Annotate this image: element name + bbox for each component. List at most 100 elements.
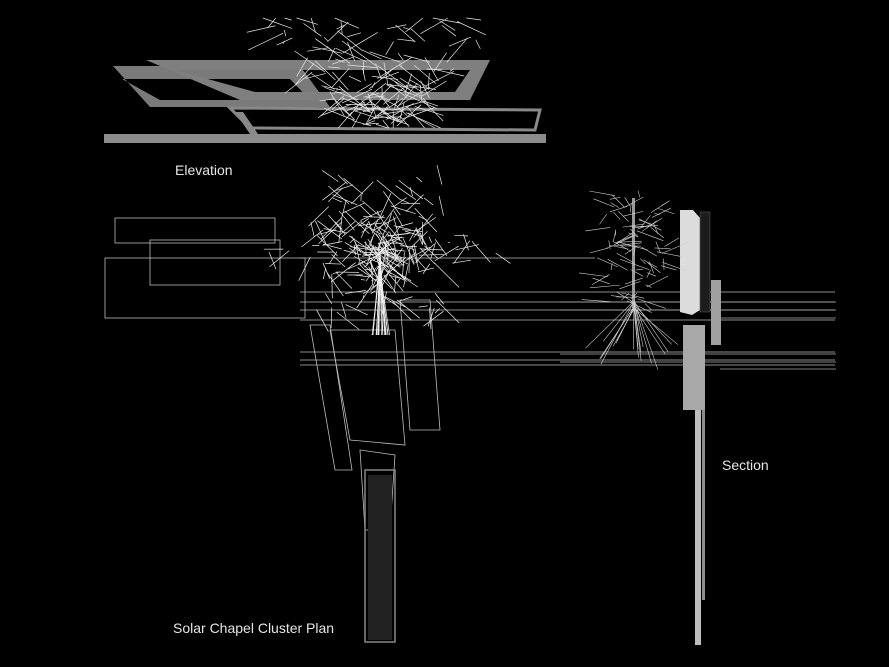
wireframe-strut xyxy=(344,242,370,257)
wireframe-strut xyxy=(315,220,327,245)
plan-label: Solar Chapel Cluster Plan xyxy=(173,620,335,636)
wireframe-strut xyxy=(392,236,405,239)
wireframe-strut xyxy=(393,94,400,109)
wireframe-strut xyxy=(644,303,652,311)
wireframe-strut xyxy=(434,308,441,314)
wireframe-strut xyxy=(354,241,361,266)
wireframe-strut xyxy=(613,231,616,242)
wireframe-strut xyxy=(332,56,354,65)
wireframe-strut xyxy=(388,274,400,279)
wireframe-strut xyxy=(384,253,409,265)
wireframe-strut xyxy=(389,239,416,251)
wireframe-strut xyxy=(362,68,366,81)
wireframe-strut xyxy=(331,67,350,88)
wireframe-strut xyxy=(340,107,351,116)
wireframe-strut xyxy=(603,301,635,342)
wireframe-strut xyxy=(438,195,444,216)
wireframe-strut xyxy=(612,241,632,252)
wireframe-strut xyxy=(650,200,670,213)
wireframe-strut xyxy=(433,52,447,72)
wireframe-strut xyxy=(295,63,315,85)
wireframe-strut xyxy=(414,207,438,233)
wireframe-strut xyxy=(402,229,423,232)
wireframe-strut xyxy=(617,241,648,251)
wireframe-strut xyxy=(656,251,682,257)
wireframe-strut xyxy=(599,213,608,225)
wireframe-strut xyxy=(377,65,411,91)
wireframe-strut xyxy=(633,300,659,370)
wireframe-strut xyxy=(435,299,460,324)
wireframe-strut xyxy=(661,241,690,254)
elevation-frame xyxy=(113,66,330,107)
wireframe-strut xyxy=(405,194,424,212)
wireframe-strut xyxy=(381,226,401,252)
wireframe-strut xyxy=(383,62,389,87)
wireframe-strut xyxy=(384,231,390,238)
wireframe-strut xyxy=(368,226,380,238)
wireframe-strut xyxy=(419,247,436,265)
section-mast xyxy=(695,390,701,645)
wireframe-strut xyxy=(372,75,399,80)
section-drawing xyxy=(560,190,836,645)
wireframe-strut xyxy=(439,20,456,31)
wireframe-strut xyxy=(348,75,361,82)
wireframe-strut xyxy=(415,217,437,232)
wireframe-strut xyxy=(322,170,339,182)
wireframe-strut xyxy=(310,17,316,33)
wireframe-strut xyxy=(428,236,432,243)
wireframe-strut xyxy=(475,39,481,49)
wireframe-strut xyxy=(394,81,410,95)
wireframe-strut xyxy=(387,232,411,237)
wireframe-strut xyxy=(593,198,615,208)
wireframe-strut xyxy=(383,84,408,105)
wireframe-strut xyxy=(325,263,341,265)
wireframe-strut xyxy=(330,307,333,329)
wireframe-strut xyxy=(430,242,436,259)
wireframe-strut xyxy=(357,218,369,227)
wireframe-strut xyxy=(391,100,426,111)
wireframe-strut xyxy=(360,221,370,238)
wireframe-strut xyxy=(391,248,399,253)
wireframe-strut xyxy=(377,56,413,79)
wireframe-strut xyxy=(248,32,284,51)
wireframe-strut xyxy=(391,255,399,263)
wireframe-strut xyxy=(366,107,402,111)
wireframe-strut xyxy=(626,300,652,313)
wireframe-strut xyxy=(449,68,454,72)
wireframe-strut xyxy=(632,301,635,350)
wireframe-strut xyxy=(348,235,373,252)
wireframe-strut xyxy=(381,96,390,107)
wireframe-strut xyxy=(640,215,651,228)
wireframe-strut xyxy=(283,29,287,37)
wireframe-strut xyxy=(409,231,428,249)
wireframe-strut xyxy=(407,246,431,260)
wireframe-strut xyxy=(398,107,408,117)
wireframe-strut xyxy=(414,106,444,116)
wireframe-strut xyxy=(364,120,376,125)
wireframe-strut xyxy=(396,264,405,266)
wireframe-strut xyxy=(310,222,315,237)
wireframe-strut xyxy=(400,78,424,94)
wireframe-strut xyxy=(347,32,362,38)
wireframe-strut xyxy=(383,191,401,216)
wireframe-strut xyxy=(621,292,645,299)
wireframe-strut xyxy=(371,266,381,336)
wireframe-strut xyxy=(655,241,661,253)
wireframe-strut xyxy=(616,253,636,264)
wireframe-strut xyxy=(322,181,347,201)
wireframe-strut xyxy=(311,73,335,90)
wireframe-strut xyxy=(376,208,395,233)
wireframe-strut xyxy=(363,122,379,125)
wireframe-strut xyxy=(351,181,374,205)
wireframe-strut xyxy=(322,267,326,280)
wireframe-strut xyxy=(624,277,643,285)
wireframe-strut xyxy=(609,206,628,213)
wireframe-strut xyxy=(416,176,423,183)
wireframe-strut xyxy=(328,187,343,202)
wireframe-strut xyxy=(308,206,329,227)
wireframe-strut xyxy=(343,249,362,256)
wireframe-strut xyxy=(662,262,686,271)
wireframe-strut xyxy=(357,262,374,279)
wireframe-strut xyxy=(385,41,394,56)
wireframe-strut xyxy=(360,279,365,281)
